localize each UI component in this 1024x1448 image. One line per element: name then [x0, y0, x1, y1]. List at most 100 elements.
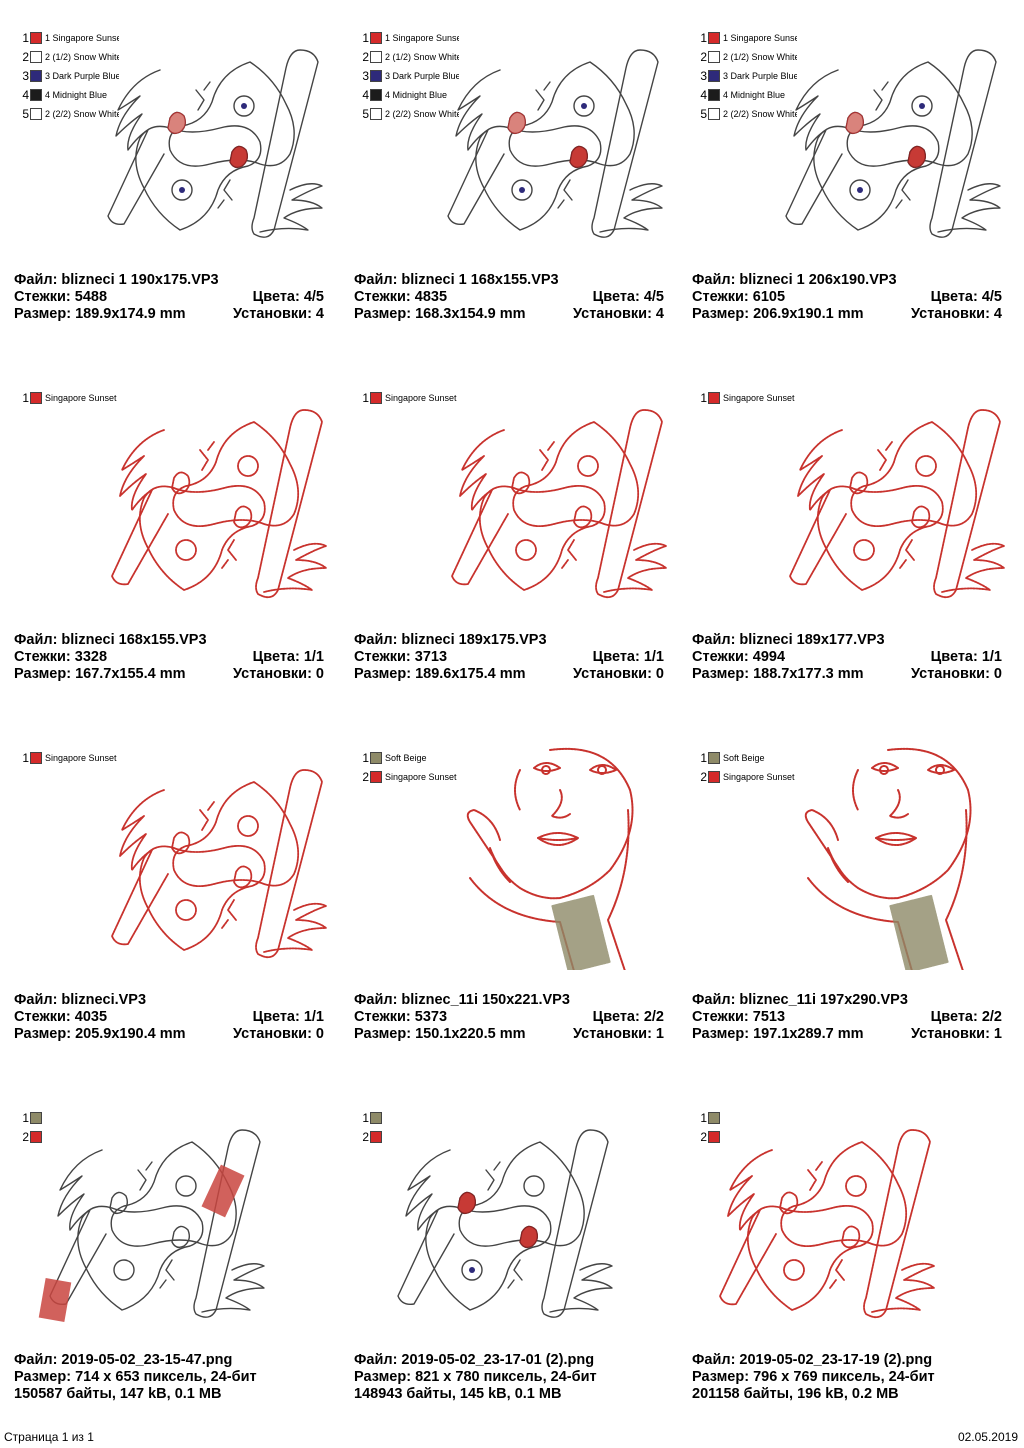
color-count: Цвета: 2/2: [592, 1009, 664, 1025]
file-name: Файл: 2019-05-02_23-17-01 (2).png: [354, 1352, 595, 1368]
legend-row: 5 2 (2/2) Snow White: [20, 104, 119, 123]
file-name: Файл: 2019-05-02_23-15-47.png: [14, 1352, 233, 1368]
thread-name: 1 Singapore Sunset: [45, 32, 119, 43]
design-cell-12[interactable]: 1 2 Файл: 2019-05-02_23-17-19 (2).png Ра…: [678, 1080, 1016, 1440]
design-info: Файл: bliznec_11i 197x290.VP3 Стежки: 75…: [692, 992, 1002, 1043]
legend-number: 1: [22, 1110, 29, 1125]
embroidery-preview-image: [702, 1120, 952, 1330]
color-swatch: [708, 88, 720, 101]
color-swatch: [370, 770, 382, 783]
color-swatch: [708, 1111, 720, 1124]
settings-count: Установки: 1: [573, 1026, 664, 1042]
legend-number: 2: [362, 769, 369, 784]
legend-number: 5: [362, 106, 369, 121]
legend-number: 1: [362, 30, 369, 45]
embroidery-preview-image: [380, 1120, 630, 1330]
color-swatch: [370, 31, 382, 44]
file-name: Файл: bliznec_11i 197x290.VP3: [692, 992, 908, 1008]
stitch-count: Стежки: 7513: [692, 1009, 786, 1025]
thread-name: 2 (2/2) Snow White: [385, 108, 459, 119]
color-swatch: [708, 50, 720, 63]
color-count: Цвета: 1/1: [252, 649, 324, 665]
file-name: Файл: blizneci 1 190x175.VP3: [14, 272, 219, 288]
stitch-count: Стежки: 5373: [354, 1009, 448, 1025]
color-swatch: [30, 1111, 42, 1124]
embroidery-preview-image: [804, 747, 972, 970]
legend-number: 5: [700, 106, 707, 121]
color-swatch: [30, 50, 42, 63]
color-count: Цвета: 4/5: [252, 289, 324, 305]
color-count: Цвета: 1/1: [252, 1009, 324, 1025]
legend-number: 2: [700, 769, 707, 784]
thread-name: Singapore Sunset: [45, 752, 117, 763]
thread-name: 3 Dark Purple Blue: [723, 70, 797, 81]
thread-name: 3 Dark Purple Blue: [45, 70, 119, 81]
design-cell-10[interactable]: 1 2 Файл: 2019-05-02_23-15-47.png Размер…: [0, 1080, 338, 1440]
legend-number: 4: [22, 87, 29, 102]
file-name: Файл: blizneci 168x155.VP3: [14, 632, 207, 648]
color-swatch: [30, 107, 42, 120]
thread-name: 2 (1/2) Snow White: [45, 51, 119, 62]
thread-name: 4 Midnight Blue: [45, 89, 108, 100]
legend-number: 1: [22, 390, 29, 405]
stitch-count: Стежки: 3328: [14, 649, 108, 665]
file-size: 148943 байты, 145 kB, 0.1 MB: [354, 1386, 562, 1402]
legend-number: 1: [362, 390, 369, 405]
legend-number: 1: [362, 750, 369, 765]
design-size: Размер: 168.3x154.9 mm: [354, 306, 526, 322]
embroidery-preview-image: [38, 1120, 274, 1322]
settings-count: Установки: 1: [911, 1026, 1002, 1042]
legend-number: 1: [700, 30, 707, 45]
design-size: Размер: 206.9x190.1 mm: [692, 306, 864, 322]
color-swatch: [30, 69, 42, 82]
color-swatch: [30, 31, 42, 44]
thread-name: 2 (1/2) Snow White: [723, 51, 797, 62]
color-swatch: [370, 107, 382, 120]
thread-name: 2 (2/2) Snow White: [45, 108, 119, 119]
file-name: Файл: blizneci 189x177.VP3: [692, 632, 885, 648]
legend-number: 2: [362, 1129, 369, 1144]
thread-name: Singapore Sunset: [385, 392, 457, 403]
legend-row: 4 4 Midnight Blue: [20, 85, 119, 104]
legend-number: 1: [22, 750, 29, 765]
color-swatch: [708, 391, 720, 404]
design-size: Размер: 189.9x174.9 mm: [14, 306, 186, 322]
design-size: Размер: 197.1x289.7 mm: [692, 1026, 864, 1042]
color-swatch: [370, 50, 382, 63]
legend-number: 4: [362, 87, 369, 102]
color-count: Цвета: 4/5: [592, 289, 664, 305]
design-info: Файл: blizneci 1 190x175.VP3 Стежки: 548…: [14, 272, 324, 323]
color-legend: 1 2: [20, 1108, 119, 1146]
stitch-count: Стежки: 4035: [14, 1009, 108, 1025]
embroidery-preview-image: [100, 40, 330, 250]
color-count: Цвета: 1/1: [592, 649, 664, 665]
thread-name: Singapore Sunset: [723, 771, 795, 782]
color-count: Цвета: 4/5: [930, 289, 1002, 305]
thread-name: 1 Singapore Sunset: [385, 32, 459, 43]
legend-number: 2: [362, 49, 369, 64]
image-dimensions: Размер: 796 x 769 пиксель, 24-бит: [692, 1369, 935, 1385]
thread-name: Singapore Sunset: [385, 771, 457, 782]
legend-number: 2: [22, 49, 29, 64]
thread-name: 2 (2/2) Snow White: [723, 108, 797, 119]
legend-number: 2: [700, 49, 707, 64]
design-cell-11[interactable]: 1 2 Файл: 2019-05-02_23-17-01 (2).png Ра…: [340, 1080, 678, 1440]
color-swatch: [708, 770, 720, 783]
legend-number: 5: [22, 106, 29, 121]
color-swatch: [30, 1130, 42, 1143]
embroidery-preview-image: [104, 760, 334, 970]
color-swatch: [708, 751, 720, 764]
stitch-count: Стежки: 6105: [692, 289, 786, 305]
